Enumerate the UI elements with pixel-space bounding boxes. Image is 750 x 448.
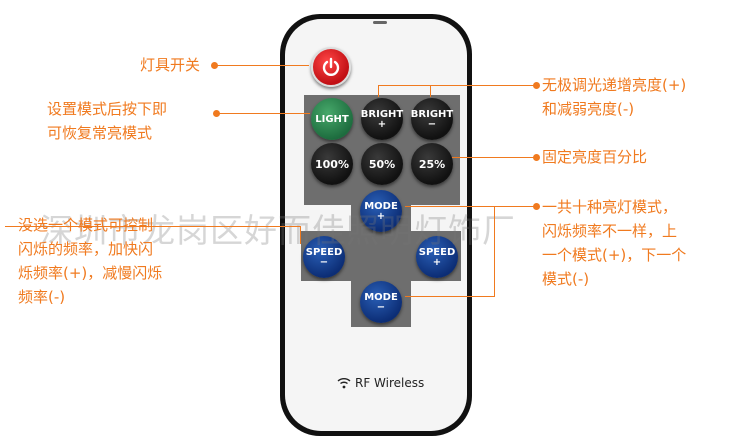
annotation-bright-line-1: 无极调光递增亮度(+) [542, 76, 687, 94]
leader-dot-mode [533, 203, 540, 210]
leader-dot-percent [533, 154, 540, 161]
annotation-percent: 固定亮度百分比 [542, 148, 648, 166]
brightness-100-label: 100% [315, 157, 349, 171]
annotation-mode-line-1: 一共十种亮灯模式， [542, 198, 678, 216]
remote-control: LIGHT BRIGHT + BRIGHT − 100% 50% 25% MOD… [280, 14, 472, 436]
leader-line-light [218, 113, 310, 114]
bright-down-label: BRIGHT [410, 108, 454, 120]
annotation-speed-line-3: 烁频率(+)，减慢闪烁 [18, 264, 163, 282]
bright-up-button[interactable]: BRIGHT + [361, 98, 403, 140]
annotation-speed-line-1: 没选一个模式可控制 [18, 216, 154, 234]
leader-line-speed-v [300, 226, 301, 244]
light-button-label: LIGHT [315, 113, 349, 125]
annotation-power: 灯具开关 [140, 56, 201, 74]
bright-up-label: BRIGHT [360, 108, 404, 120]
power-icon [322, 57, 340, 76]
speed-up-button[interactable]: SPEED + [416, 236, 458, 278]
light-button[interactable]: LIGHT [311, 98, 353, 140]
leader-dot-power [211, 62, 218, 69]
leader-line-mode-top [405, 206, 536, 207]
leader-line-mode-bottom [405, 296, 495, 297]
bright-down-symbol: − [427, 118, 437, 130]
watermark-text: 深圳市龙岗区好而佳照明灯饰厂 [40, 211, 516, 250]
mode-up-button[interactable]: MODE + [360, 190, 402, 232]
leader-line-bright-v2 [430, 85, 431, 97]
mode-down-label: MODE [364, 291, 398, 303]
speed-down-button[interactable]: SPEED − [303, 236, 345, 278]
mode-up-symbol: + [376, 210, 386, 222]
brightness-50-label: 50% [368, 157, 396, 171]
annotation-mode-line-2: 闪烁频率不一样，上 [542, 222, 678, 240]
annotation-light-line-2: 可恢复常亮模式 [47, 124, 153, 142]
leader-line-power [214, 65, 309, 66]
leader-dot-bright [533, 82, 540, 89]
brightness-50-button[interactable]: 50% [361, 143, 403, 185]
wireless-signal-icon [337, 378, 351, 389]
leader-dot-light [213, 110, 220, 117]
leader-line-mode-v [494, 206, 495, 296]
speed-up-symbol: + [432, 256, 442, 268]
brightness-25-button[interactable]: 25% [411, 143, 453, 185]
leader-line-speed [5, 226, 300, 227]
speed-down-symbol: − [319, 256, 329, 268]
mode-up-label: MODE [364, 200, 398, 212]
brand-text: RF Wireless [355, 376, 425, 390]
brightness-25-label: 25% [418, 157, 446, 171]
annotation-speed-line-4: 频率(-) [18, 288, 66, 306]
bright-down-button[interactable]: BRIGHT − [411, 98, 453, 140]
leader-line-bright-v1 [378, 85, 379, 97]
ir-window [373, 21, 387, 24]
leader-line-percent [452, 157, 536, 158]
bright-up-symbol: + [377, 118, 387, 130]
annotation-speed-line-2: 闪烁的频率，加快闪 [18, 240, 154, 258]
speed-up-label: SPEED [418, 246, 456, 258]
brightness-100-button[interactable]: 100% [311, 143, 353, 185]
annotation-mode-line-3: 一个模式(+)，下一个 [542, 246, 687, 264]
mode-down-button[interactable]: MODE − [360, 281, 402, 323]
remote-face: LIGHT BRIGHT + BRIGHT − 100% 50% 25% MOD… [285, 19, 467, 431]
annotation-bright-line-2: 和减弱亮度(-) [542, 100, 635, 118]
power-button[interactable] [311, 47, 351, 87]
speed-down-label: SPEED [305, 246, 343, 258]
annotation-mode-line-4: 模式(-) [542, 270, 590, 288]
leader-line-bright-h [378, 85, 536, 86]
brand-label: RF Wireless [337, 376, 424, 390]
annotation-light-line-1: 设置模式后按下即 [47, 100, 168, 118]
mode-down-symbol: − [376, 301, 386, 313]
